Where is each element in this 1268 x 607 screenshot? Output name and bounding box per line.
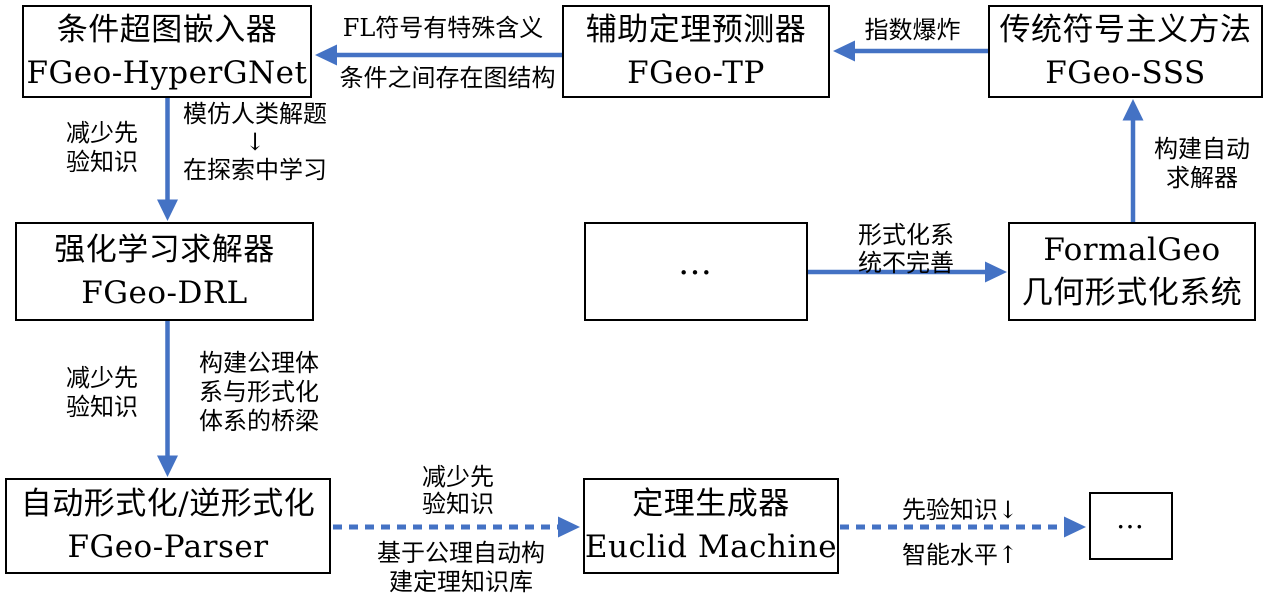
box-parser-subtitle: FGeo-Parser [67, 529, 269, 565]
arrowhead-down-icon [157, 199, 178, 221]
edge-label-imitate-human-line1: 模仿人类解题 [183, 100, 327, 128]
arrow-formalgeo-to-sss [1122, 99, 1144, 222]
box-hypergnet-title: 条件超图嵌入器 [56, 11, 278, 48]
box-ellipsis-mid: … [584, 222, 808, 321]
arrow-sss-to-tp [833, 40, 988, 62]
box-formalgeo: FormalGeo 几何形式化系统 [1008, 222, 1256, 321]
box-hypergnet: 条件超图嵌入器 FGeo-HyperGNet [22, 5, 312, 98]
edge-label-reduce-prior-b-line2: 验知识 [66, 393, 138, 421]
edge-label-reduce-prior-a-line1: 减少先 [66, 119, 138, 147]
edge-label-axiom-theorem-kb-line1: 基于公理自动构 [377, 539, 545, 567]
arrowhead-left-icon [315, 44, 337, 66]
box-ellipsis-end: … [1089, 492, 1173, 560]
edge-label-reduce-prior-b-line1: 减少先 [66, 364, 138, 392]
box-sss-subtitle: FGeo-SSS [1045, 54, 1206, 91]
box-tp: 辅助定理预测器 FGeo-TP [562, 5, 830, 98]
box-euclid-title: 定理生成器 [632, 486, 790, 522]
box-parser-title: 自动形式化/逆形式化 [20, 486, 316, 522]
box-sss-title: 传统符号主义方法 [999, 11, 1252, 48]
box-ellipsis-end-text: … [1116, 502, 1146, 535]
edge-label-reduce-prior-b: 减少先 验知识 [54, 364, 150, 422]
arrowhead-right-icon [558, 516, 580, 538]
edge-label-axiom-theorem-kb: 基于公理自动构 建定理知识库 [366, 539, 556, 597]
arrowhead-right-icon [985, 261, 1007, 283]
arrowhead-right-icon [1064, 516, 1086, 538]
arrow-drl-to-parser [157, 321, 178, 477]
down-arrow-icon: ↓ [244, 128, 266, 156]
edge-label-build-solver: 构建自动 求解器 [1146, 135, 1258, 193]
edge-label-prior-knowledge-down: 先验知识↓ [901, 496, 1019, 524]
arrow-ellipsis-to-formalgeo [808, 261, 1007, 283]
arrowhead-up-icon [1122, 99, 1144, 121]
edge-label-imitate-human: 模仿人类解题 ↓ 在探索中学习 [180, 100, 330, 184]
box-sss: 传统符号主义方法 FGeo-SSS [988, 5, 1263, 98]
edge-label-system-incomplete: 形式化系 统不完善 [846, 221, 966, 277]
edge-label-system-incomplete-line2: 统不完善 [858, 249, 954, 277]
box-tp-title: 辅助定理预测器 [585, 11, 807, 48]
arrow-hypergnet-to-drl [157, 98, 178, 221]
box-parser: 自动形式化/逆形式化 FGeo-Parser [5, 478, 331, 574]
box-tp-subtitle: FGeo-TP [627, 54, 765, 91]
arrow-parser-to-euclid-dashed [333, 516, 580, 538]
edge-label-axiom-bridge: 构建公理体 系与形式化 体系的桥梁 [183, 349, 335, 436]
edge-label-reduce-prior-c-line1: 减少先 [422, 463, 494, 491]
box-hypergnet-subtitle: FGeo-HyperGNet [26, 54, 308, 91]
box-formalgeo-subtitle: 几何形式化系统 [1021, 274, 1243, 311]
edge-label-graph-structure: 条件之间存在图结构 [339, 64, 556, 92]
arrow-tp-to-hypergnet [315, 44, 562, 66]
arrowhead-down-icon [157, 455, 178, 477]
box-ellipsis-mid-text: … [678, 242, 714, 283]
edge-label-reduce-prior-c-line2: 验知识 [422, 490, 494, 518]
edge-label-axiom-bridge-line3: 体系的桥梁 [199, 407, 319, 435]
arrow-euclid-to-ellipsis-dashed [840, 516, 1086, 538]
edge-label-fl-special: FL符号有特殊含义 [342, 14, 544, 42]
edge-label-axiom-bridge-line2: 系与形式化 [199, 378, 319, 406]
arrowhead-left-icon [833, 40, 855, 62]
edge-label-axiom-bridge-line1: 构建公理体 [199, 349, 319, 377]
box-euclid: 定理生成器 Euclid Machine [583, 478, 839, 574]
edge-label-imitate-human-line2: 在探索中学习 [183, 156, 327, 184]
edge-label-build-solver-line2: 求解器 [1166, 164, 1238, 192]
box-drl-subtitle: FGeo-DRL [81, 274, 248, 311]
edge-label-build-solver-line1: 构建自动 [1154, 135, 1250, 163]
edge-label-reduce-prior-a-line2: 验知识 [66, 148, 138, 176]
box-drl: 强化学习求解器 FGeo-DRL [15, 222, 314, 321]
edge-label-axiom-theorem-kb-line2: 建定理知识库 [389, 568, 533, 596]
box-formalgeo-title: FormalGeo [1043, 231, 1221, 268]
edge-label-reduce-prior-a: 减少先 验知识 [54, 119, 150, 177]
box-drl-title: 强化学习求解器 [54, 231, 275, 268]
edge-label-system-incomplete-line1: 形式化系 [858, 221, 954, 249]
box-euclid-subtitle: Euclid Machine [584, 529, 838, 565]
edge-label-reduce-prior-c: 减少先 验知识 [410, 464, 506, 518]
edge-label-intelligence-up: 智能水平↑ [901, 541, 1019, 569]
edge-label-exponential-explosion: 指数爆炸 [864, 16, 961, 44]
